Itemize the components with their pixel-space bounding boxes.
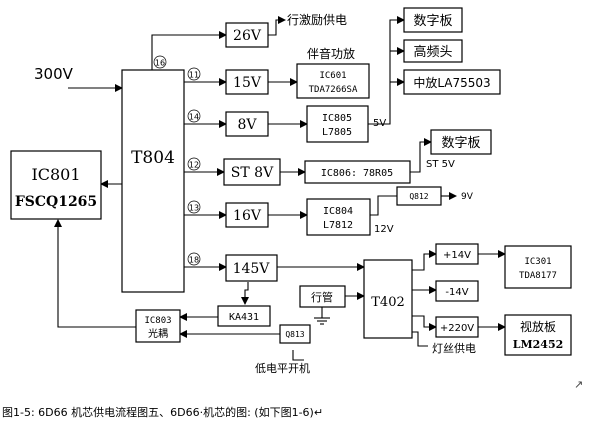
- plus220v-box: +220V: [435, 316, 479, 338]
- ic801-name: IC801: [31, 165, 80, 184]
- svg-text:光耦: 光耦: [148, 327, 168, 340]
- minus14v-box: -14V: [435, 280, 479, 302]
- pin-18-label: 18: [189, 256, 199, 265]
- ic805-block: IC805 L7805: [306, 105, 369, 143]
- ic804-block: IC804 L7812: [306, 198, 371, 236]
- voltage-16v-box: 16V: [225, 202, 269, 228]
- ic601-block: IC601 TDA7266SA: [296, 63, 370, 99]
- svg-text:8V: 8V: [237, 117, 257, 133]
- pin-labels: 16 11 14 12 13 18: [153, 55, 201, 266]
- svg-text:IC601: IC601: [319, 71, 346, 81]
- 12v-label: 12V: [374, 224, 394, 235]
- svg-text:Q812: Q812: [409, 192, 428, 201]
- 5v-label: 5V: [373, 118, 386, 129]
- ic803-optocoupler: IC803 光耦: [135, 309, 181, 343]
- svg-text:数字板: 数字板: [441, 136, 480, 151]
- svg-text:高频头: 高频头: [413, 44, 452, 60]
- paragraph-mark: ↵: [313, 406, 324, 419]
- svg-text:145V: 145V: [233, 261, 271, 277]
- svg-text:TDA7266SA: TDA7266SA: [309, 85, 358, 95]
- svg-text:视放板: 视放板: [520, 319, 556, 334]
- t804-transformer: T804: [121, 69, 185, 293]
- svg-text:行管: 行管: [311, 290, 333, 304]
- svg-text:IC805: IC805: [322, 113, 352, 124]
- voltage-st8v-box: ST 8V: [223, 158, 281, 186]
- svg-text:IC804: IC804: [323, 206, 353, 217]
- st5v-label: ST 5V: [426, 159, 455, 170]
- svg-text:LM2452: LM2452: [513, 338, 564, 351]
- tuner-box: 高频头: [403, 39, 463, 63]
- voltage-8v-box: 8V: [225, 111, 269, 137]
- svg-text:Q813: Q813: [285, 330, 304, 339]
- 9v-label: 9V: [461, 192, 474, 202]
- plus14v-box: +14V: [435, 243, 479, 265]
- svg-text:IC301: IC301: [524, 257, 551, 267]
- connection-wires: [54, 16, 506, 361]
- ic801-block: IC801 FSCQ1265: [10, 150, 102, 220]
- svg-text:KA431: KA431: [229, 312, 259, 323]
- svg-text:16V: 16V: [233, 208, 262, 224]
- pin-16-label: 16: [155, 59, 165, 68]
- scroll-mark-glyph: ↗: [574, 378, 584, 391]
- pin-14-label: 14: [189, 113, 199, 122]
- figure-caption: 图1-5: 6D66 机芯供电流程图五、6D66·机芯的图: (如下图1-6)↵: [2, 404, 323, 420]
- hdrive-supply-label: 行激励供电: [287, 13, 347, 27]
- t804-label: T804: [131, 148, 175, 168]
- input-voltage-label: 300V: [34, 65, 74, 83]
- svg-text:-14V: -14V: [445, 287, 468, 298]
- t402-transformer: T402: [363, 259, 413, 339]
- ic806-block: IC806: 78R05: [304, 160, 411, 184]
- pin-12-label: 12: [189, 161, 199, 170]
- svg-text:中放LA75503: 中放LA75503: [413, 75, 490, 90]
- video-amp-board: 视放板 LM2452: [504, 314, 572, 356]
- digital-board-2-box: 数字板: [430, 129, 492, 155]
- pin-11-label: 11: [189, 71, 199, 80]
- pin-13-label: 13: [189, 204, 199, 213]
- ic801-part: FSCQ1265: [15, 194, 97, 210]
- svg-text:+14V: +14V: [443, 250, 471, 261]
- low-level-on-label: 低电平开机: [255, 361, 310, 375]
- svg-text:数字板: 数字板: [413, 14, 452, 29]
- caption-text: 图1-5: 6D66 机芯供电流程图五、6D66·机芯的图: (如下图1-6): [2, 406, 314, 419]
- svg-text:+220V: +220V: [440, 323, 474, 334]
- q812-block: Q812: [396, 186, 442, 206]
- svg-text:IC803: IC803: [144, 316, 171, 326]
- svg-text:L7805: L7805: [322, 127, 352, 138]
- svg-text:IC806: 78R05: IC806: 78R05: [321, 168, 393, 179]
- if-amp-box: 中放LA75503: [403, 69, 501, 95]
- q813-block: Q813: [279, 324, 311, 344]
- filament-supply-label: 灯丝供电: [432, 341, 476, 355]
- svg-text:26V: 26V: [233, 28, 262, 44]
- svg-text:T402: T402: [371, 295, 404, 310]
- ka431-block: KA431: [217, 305, 271, 327]
- voltage-26v-box: 26V: [225, 22, 269, 48]
- h-output-tube-box: 行管: [299, 285, 346, 308]
- audio-amp-label: 伴音功放: [307, 46, 355, 61]
- svg-text:L7812: L7812: [323, 220, 353, 231]
- svg-text:TDA8177: TDA8177: [519, 271, 557, 281]
- svg-text:15V: 15V: [233, 75, 262, 91]
- digital-board-box: 数字板: [403, 7, 463, 33]
- ic301-block: IC301 TDA8177: [504, 245, 572, 289]
- voltage-15v-box: 15V: [225, 69, 269, 95]
- voltage-145v-box: 145V: [225, 254, 278, 282]
- svg-text:ST 8V: ST 8V: [231, 165, 274, 181]
